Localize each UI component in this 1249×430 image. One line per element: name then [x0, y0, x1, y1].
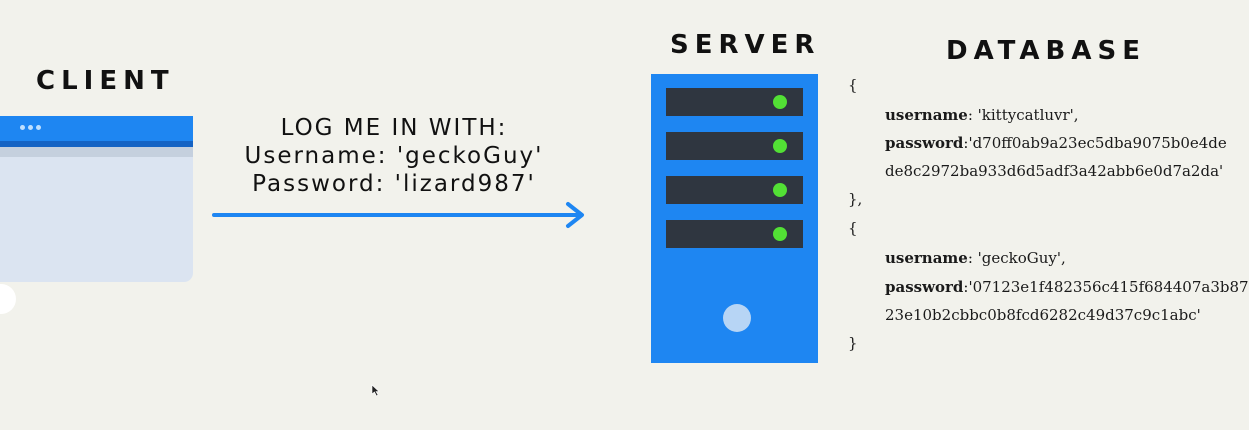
server-drive-1: [666, 88, 803, 116]
password-label: password: [885, 278, 964, 296]
password-label: password: [885, 134, 964, 152]
database-heading: DATABASE: [946, 36, 1146, 66]
username-label: username: [885, 249, 968, 267]
mouse-cursor-icon: [371, 384, 380, 397]
power-button-icon: [723, 304, 751, 332]
server-tower-icon: [651, 74, 818, 363]
window-dots-icon: [20, 125, 41, 130]
db-close-brace-1: },: [848, 190, 863, 208]
browser-toolbar: [0, 141, 193, 147]
username-label: username: [885, 106, 968, 124]
message-line-3: Password: 'lizard987': [252, 171, 536, 197]
status-light-icon: [773, 95, 787, 109]
db-record-2-password: password:'07123e1f482356c415f684407a3b87: [885, 278, 1249, 296]
server-drive-3: [666, 176, 803, 204]
server-heading: SERVER: [670, 30, 821, 60]
browser-address-bar: [0, 147, 193, 157]
db-record-1-password-cont: de8c2972ba933d6d5adf3a42abb6e0d7a2da': [885, 162, 1224, 180]
edge-circle-icon: [0, 284, 16, 314]
browser-titlebar: [0, 116, 193, 141]
message-line-2: Username: 'geckoGuy': [244, 143, 544, 169]
db-open-brace-2: {: [848, 219, 858, 237]
db-record-2-username: username: 'geckoGuy',: [885, 249, 1066, 267]
password-hash-part-1: :'07123e1f482356c415f684407a3b87: [963, 278, 1249, 296]
server-drive-2: [666, 132, 803, 160]
db-record-2-password-cont: 23e10b2cbbc0b8fcd6282c49d37c9c1abc': [885, 306, 1201, 324]
status-light-icon: [773, 139, 787, 153]
server-drive-4: [666, 220, 803, 248]
username-value: : 'geckoGuy',: [967, 249, 1066, 267]
username-value: : 'kittycatluvr',: [967, 106, 1079, 124]
message-line-1: LOG ME IN WITH:: [280, 115, 508, 141]
status-light-icon: [773, 183, 787, 197]
arrow-right-icon: [212, 202, 584, 228]
db-record-1-password: password:'d70ff0ab9a23ec5dba9075b0e4de: [885, 134, 1227, 152]
db-record-1-username: username: 'kittycatluvr',: [885, 106, 1079, 124]
password-hash-part-1: :'d70ff0ab9a23ec5dba9075b0e4de: [963, 134, 1227, 152]
db-close-brace-2: }: [848, 334, 858, 352]
db-open-brace-1: {: [848, 76, 858, 94]
login-request-message: LOG ME IN WITH: Username: 'geckoGuy' Pas…: [214, 114, 574, 198]
browser-window-icon: [0, 116, 193, 282]
client-heading: CLIENT: [36, 66, 175, 96]
status-light-icon: [773, 227, 787, 241]
